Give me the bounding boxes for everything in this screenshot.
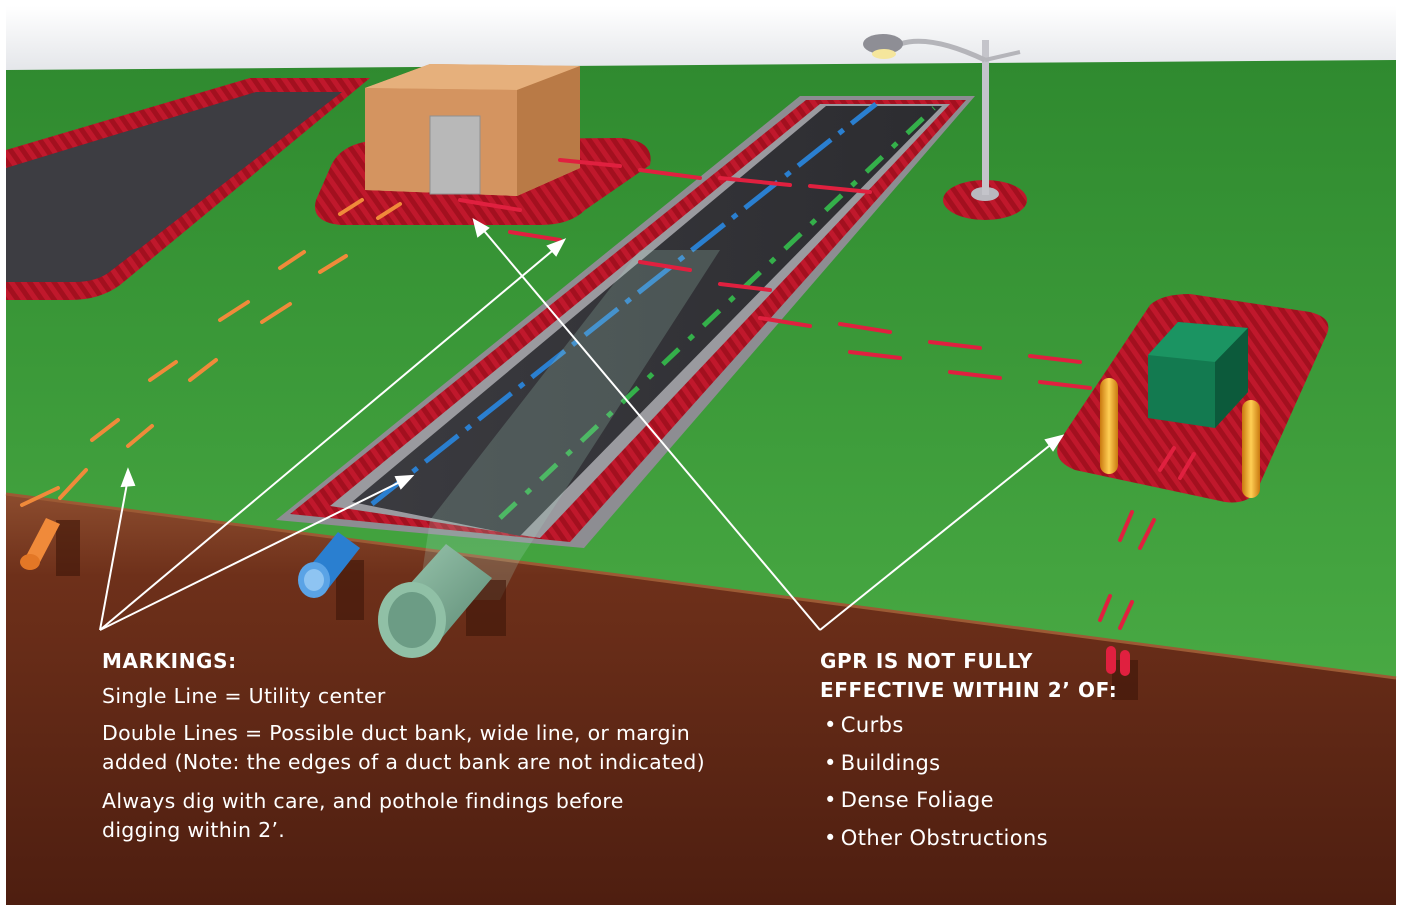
green-pipe bbox=[378, 544, 506, 658]
gpr-item-other-obstructions: Other Obstructions bbox=[824, 820, 1048, 858]
markings-line-2: Double Lines = Possible duct bank, wide … bbox=[102, 721, 705, 774]
gpr-obstruction-list: Curbs Buildings Dense Foliage Other Obst… bbox=[824, 707, 1048, 857]
gpr-heading-line-2: EFFECTIVE WITHIN 2’ OF: bbox=[820, 678, 1118, 702]
bollard-left bbox=[1100, 378, 1118, 474]
building bbox=[365, 64, 580, 196]
parking-lot bbox=[6, 78, 370, 300]
vault-pad bbox=[1057, 294, 1329, 503]
gpr-item-buildings: Buildings bbox=[824, 745, 1048, 783]
orange-utility-marking bbox=[20, 198, 402, 507]
markings-line-3: Always dig with care, and pothole findin… bbox=[102, 789, 624, 842]
gpr-heading-line-1: GPR IS NOT FULLY bbox=[820, 649, 1033, 673]
red-utility-marking bbox=[458, 158, 1196, 630]
green-utility-marking bbox=[498, 106, 936, 520]
orange-pipe bbox=[20, 518, 80, 576]
markings-heading: MARKINGS: bbox=[102, 649, 237, 673]
road bbox=[276, 96, 975, 600]
markings-callout-arrows bbox=[99, 238, 567, 631]
buried-pipes bbox=[20, 518, 1138, 700]
street-lamp bbox=[863, 34, 1027, 220]
building-door bbox=[429, 115, 481, 195]
red-cable bbox=[1106, 646, 1138, 700]
gpr-item-curbs: Curbs bbox=[824, 707, 1048, 745]
blue-pipe bbox=[298, 532, 364, 620]
gpr-item-dense-foliage: Dense Foliage bbox=[824, 782, 1048, 820]
ground-edge bbox=[5, 492, 1397, 680]
bollard-right bbox=[1242, 400, 1260, 498]
gpr-callout-arrows bbox=[472, 217, 1065, 631]
blue-utility-marking bbox=[370, 102, 878, 506]
markings-line-1: Single Line = Utility center bbox=[102, 684, 386, 708]
